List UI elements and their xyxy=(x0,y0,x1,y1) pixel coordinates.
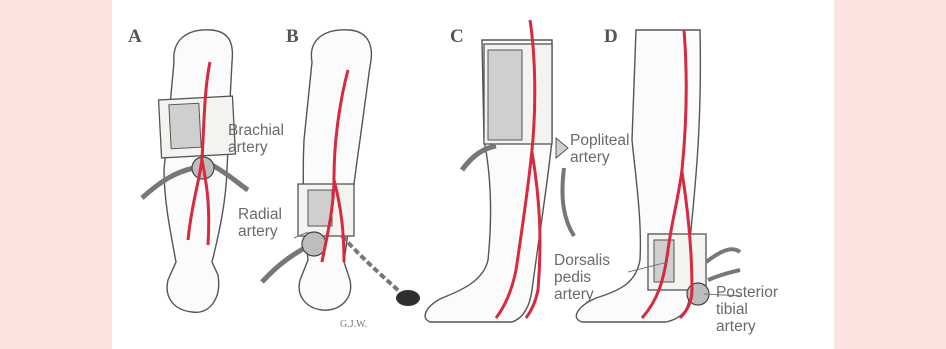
posterior-tibial-artery-label: Posterior tibial artery xyxy=(716,284,778,335)
illustrator-signature: G.J.W. xyxy=(340,316,367,333)
panel-b-letter: B xyxy=(286,26,299,48)
popliteal-artery-label: Popliteal artery xyxy=(570,132,629,166)
panel-d-letter: D xyxy=(604,26,618,48)
brachial-artery-label: Brachial artery xyxy=(228,122,284,156)
radial-artery-label: Radial artery xyxy=(238,206,282,240)
panel-a-letter: A xyxy=(128,26,142,48)
artery-figure: A B C D Brachial artery Radial artery G.… xyxy=(112,0,834,349)
panel-c-letter: C xyxy=(450,26,464,48)
dorsalis-pedis-artery-label: Dorsalis pedis artery xyxy=(554,252,610,303)
